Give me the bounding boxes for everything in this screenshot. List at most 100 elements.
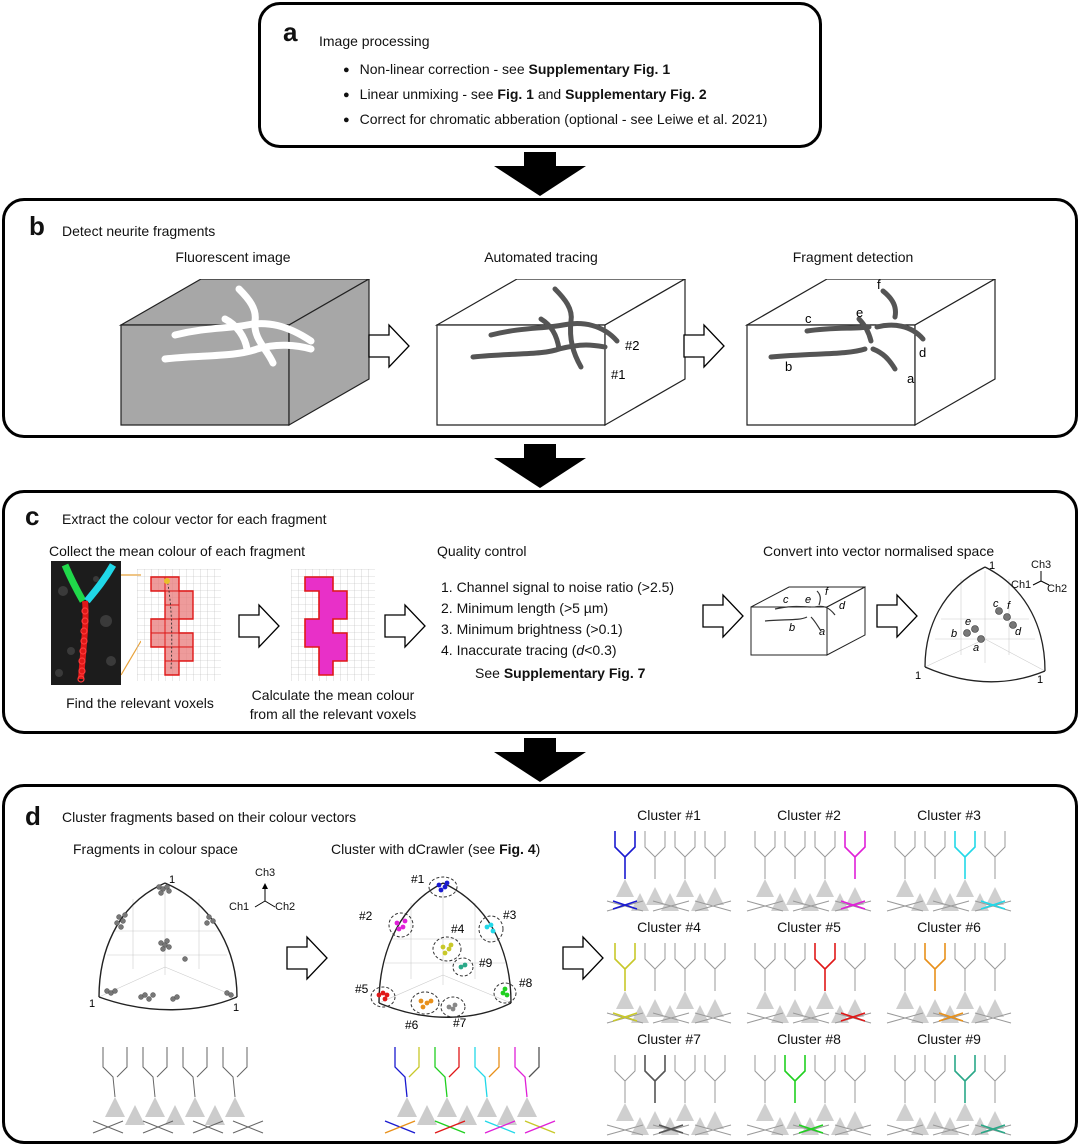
dendrite	[954, 943, 976, 991]
step-arrow-d1	[286, 935, 328, 981]
panel-a-letter: a	[283, 17, 298, 47]
dendrite	[674, 943, 696, 991]
cluster-sketch-9	[886, 1055, 1012, 1136]
soma	[616, 1103, 634, 1121]
soma	[926, 1111, 944, 1129]
axons	[886, 1012, 1012, 1024]
highlighted-dendrite	[614, 831, 636, 879]
highlighted-dendrite	[954, 1055, 976, 1103]
cluster-label-2: Cluster #2	[777, 807, 841, 823]
down-arrow-c-d	[494, 738, 586, 782]
frag-label-a: a	[907, 371, 915, 386]
axis-indicator-c	[1032, 571, 1050, 586]
dendrite	[614, 1055, 636, 1103]
calc-caption-1: Calculate the mean colour	[251, 687, 415, 703]
axis-ch1-d: Ch1	[229, 901, 250, 913]
soma	[846, 887, 864, 905]
soma	[676, 1103, 694, 1121]
tag-7: #7	[453, 1016, 467, 1030]
highlighted-axon	[980, 1124, 1006, 1134]
fragment-colour-space: 1 1 1	[89, 875, 239, 1014]
qc-item-2: 2. Minimum length (>5 µm)	[441, 600, 609, 616]
voxel-grid-mean	[291, 569, 375, 681]
frag-space-title: Fragments in colour space	[73, 841, 238, 857]
soma	[756, 991, 774, 1009]
soma	[816, 991, 834, 1009]
bullet-1: Non-linear correction - see Supplementar…	[343, 61, 767, 77]
dendrite	[754, 831, 776, 879]
cluster-cell-2: Cluster #2	[743, 807, 875, 913]
soma	[896, 879, 914, 897]
tag-1: #1	[411, 875, 425, 886]
cluster-points	[376, 880, 510, 1012]
tag-6: #6	[405, 1018, 419, 1032]
frag-label-e: e	[856, 305, 863, 320]
trace-label-2: #2	[625, 338, 639, 353]
highlighted-axon	[840, 900, 866, 910]
cube-label-d: d	[839, 600, 846, 612]
fragment-cube: f c e d b a	[744, 279, 997, 427]
soma	[706, 999, 724, 1017]
tracing-cube: #2 #1	[434, 279, 687, 427]
frag-label-f: f	[877, 279, 881, 292]
cluster-cell-6: Cluster #6	[883, 919, 1015, 1025]
cluster-cell-5: Cluster #5	[743, 919, 875, 1025]
soma	[926, 887, 944, 905]
cluster-label-5: Cluster #5	[777, 919, 841, 935]
soma	[706, 1111, 724, 1129]
dendrite	[844, 1055, 866, 1103]
step-tracing: Automated tracing	[484, 249, 598, 265]
sphere-label-e: e	[965, 616, 971, 628]
dendrite	[844, 943, 866, 991]
panel-b: b Detect neurite fragments Fluorescent i…	[2, 198, 1078, 438]
voxel-grid-selection	[137, 569, 221, 681]
soma	[676, 879, 694, 897]
soma	[706, 887, 724, 905]
cluster-sketch-6	[886, 943, 1012, 1024]
cluster-cell-7: Cluster #7	[603, 1031, 735, 1137]
step-arrow-c1	[238, 603, 280, 649]
highlighted-axon	[840, 1012, 866, 1022]
highlighted-axon	[980, 900, 1006, 910]
axis-ch1-c: Ch1	[1011, 579, 1032, 591]
soma	[956, 1103, 974, 1121]
qc-item-4: 4. Inaccurate tracing (d<0.3)	[441, 642, 617, 658]
space-one-top: 1	[169, 875, 175, 886]
axis-ch3-c: Ch3	[1031, 559, 1052, 571]
cluster-cell-4: Cluster #4	[603, 919, 735, 1025]
qc-item-3: 3. Minimum brightness (>0.1)	[441, 621, 623, 637]
dendrite	[924, 831, 946, 879]
panel-b-letter: b	[29, 211, 45, 241]
convert-title: Convert into vector normalised space	[763, 543, 995, 559]
dendrite	[814, 1055, 836, 1103]
step-arrow-2	[683, 323, 725, 369]
highlighted-dendrite	[844, 831, 866, 879]
soma	[646, 999, 664, 1017]
cluster-label-6: Cluster #6	[917, 919, 981, 935]
cube-label-b: b	[789, 622, 795, 634]
soma	[786, 999, 804, 1017]
cube-label-a: a	[819, 626, 825, 638]
highlighted-dendrite	[954, 831, 976, 879]
axons	[746, 1012, 872, 1024]
processing-list: Non-linear correction - see Supplementar…	[343, 61, 768, 136]
qc-item-1: 1. Channel signal to noise ratio (>2.5)	[441, 579, 675, 595]
step-fluorescent: Fluorescent image	[175, 249, 291, 265]
soma	[756, 1103, 774, 1121]
down-arrow-b-c	[494, 444, 586, 488]
dendrite	[984, 943, 1006, 991]
fluorescent-cube	[118, 279, 371, 427]
space-one-left: 1	[89, 998, 95, 1010]
collect-title: Collect the mean colour of each fragment	[49, 543, 306, 559]
dendrite	[894, 943, 916, 991]
tag-4: #4	[451, 922, 465, 936]
cluster-sketch-8	[746, 1055, 872, 1136]
step-arrow-d2	[562, 935, 604, 981]
dcrawler-cluster-space: #1 #2 #3 #4 #9 #8 #5 #6 #7	[355, 875, 533, 1032]
soma	[896, 991, 914, 1009]
soma	[896, 1103, 914, 1121]
axons	[886, 1124, 1012, 1136]
panel-c-letter: c	[25, 501, 40, 531]
highlighted-axon	[798, 1124, 824, 1134]
neurite-micrograph	[51, 561, 121, 685]
